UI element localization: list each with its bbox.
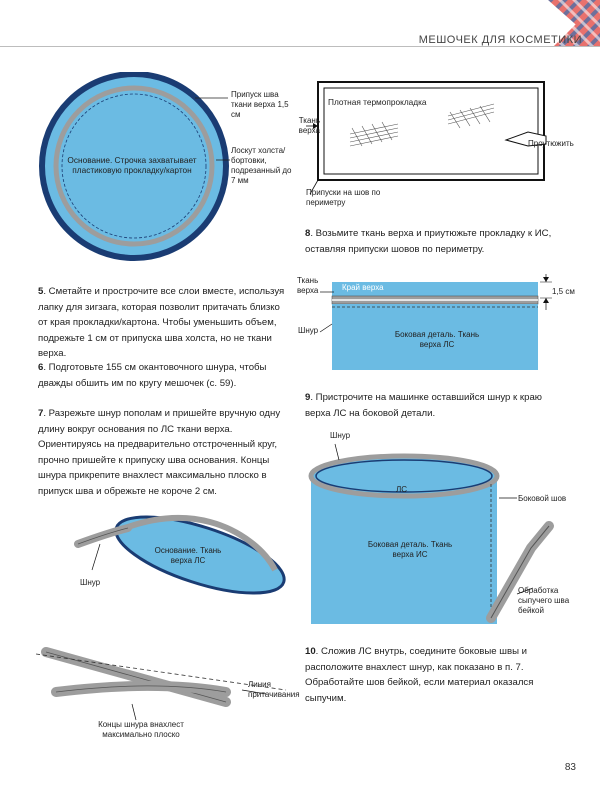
label-cord-2: Шнур <box>330 431 351 440</box>
label-binding: Обработка сыпучего шва бейкой <box>518 586 570 615</box>
step-9: 9. Пристрочите на машинке оставшийся шну… <box>305 392 542 419</box>
side-panel-center-label: Боковая деталь. Ткань верха ЛС <box>394 330 480 349</box>
label-ls: ЛС <box>396 485 408 494</box>
label-stitch-line: Линия притачивания <box>248 680 300 699</box>
figure-base-circle <box>39 72 230 261</box>
label-top-fabric: Ткань верха <box>298 116 320 135</box>
interfacing-title: Плотная термопрокладка <box>328 97 427 107</box>
step-6: 6. Подготовьте 155 см окантовочного шнур… <box>38 362 267 389</box>
header-rule <box>0 46 600 47</box>
label-1-5cm: 1,5 см <box>552 287 575 296</box>
label-side-seam: Боковой шов <box>518 494 567 503</box>
label-seam-allowance: Припуск шва ткани верха 1,5 см <box>231 90 289 119</box>
circle-center-label: Основание. Строчка захватывает пластиков… <box>67 155 197 175</box>
step-10: 10. Сложив ЛС внутрь, соедините боковые … <box>305 646 534 704</box>
label-allowances-perimeter: Припуски на шов по периметру <box>306 188 381 207</box>
figure-cord-ends <box>36 647 287 721</box>
figure-interfacing-rect <box>306 81 547 195</box>
label-top-edge: Край верха <box>342 283 384 292</box>
figure-base-with-cord <box>74 514 286 595</box>
label-cord: Шнур <box>298 326 319 335</box>
label-cord-3: Шнур <box>80 578 101 587</box>
label-top-fabric-2: Ткань верха <box>297 276 319 295</box>
step-8: 8. Возьмите ткань верха и приутюжьте про… <box>305 228 552 255</box>
label-canvas-scrap: Лоскут холста/ бортовки, подрезанный до … <box>231 146 292 185</box>
interfacing-texture <box>349 103 495 147</box>
label-iron: Проутюжить <box>528 139 574 148</box>
figure-cylinder <box>308 443 554 624</box>
base-center-label: Основание. Ткань верха ЛС <box>154 546 222 565</box>
iron-icon <box>504 131 547 147</box>
cylinder-center-label: Боковая деталь. Ткань верха ИС <box>367 540 453 559</box>
corner-decoration <box>548 0 600 46</box>
running-header: МЕШОЧЕК ДЛЯ КОСМЕТИКИ <box>418 34 582 46</box>
label-cord-ends: Концы шнура внахлест максимально плоско <box>98 720 184 739</box>
step-5: 5. Сметайте и прострочите все слои вмест… <box>38 286 285 359</box>
page-number: 83 <box>564 762 576 773</box>
figure-side-panel <box>319 274 552 370</box>
step-7: 7. Разрежьте шнур пополам и пришейте вру… <box>38 408 281 497</box>
